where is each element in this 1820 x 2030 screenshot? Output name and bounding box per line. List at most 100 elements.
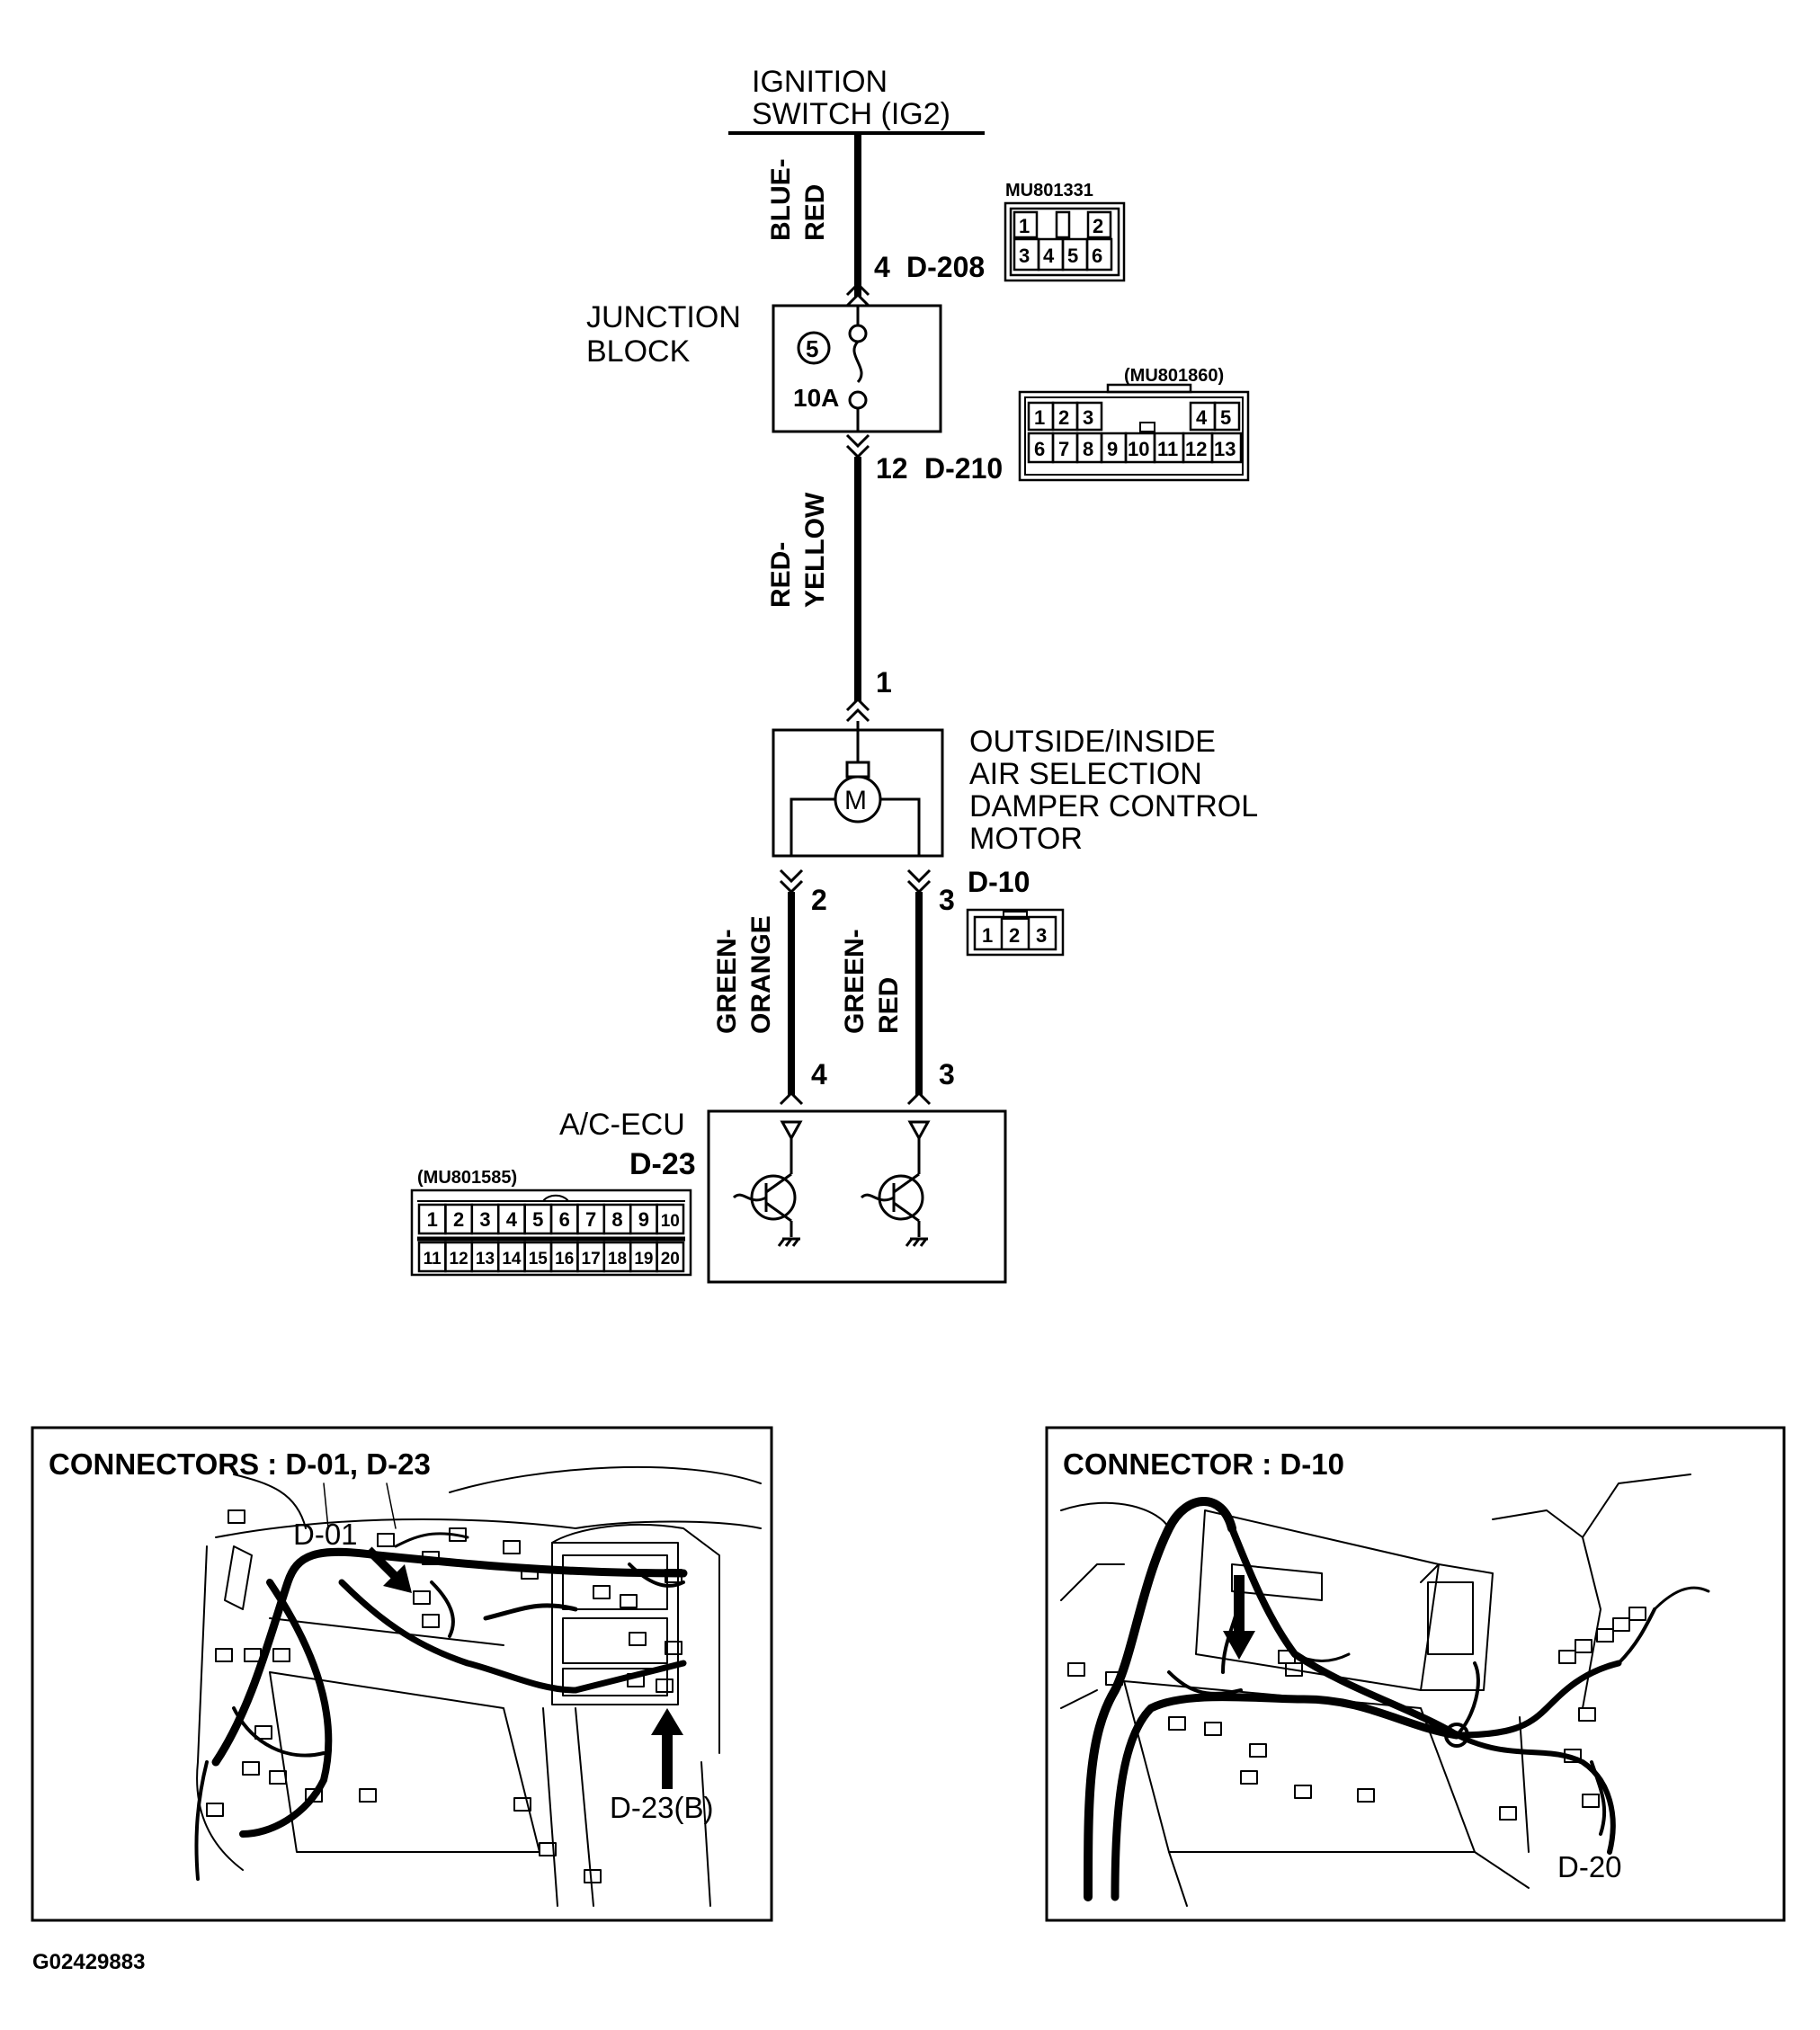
- fuse-terminal-top: [848, 324, 868, 343]
- panel-right-title: CONNECTOR : D-10: [1063, 1447, 1344, 1481]
- d210-cell-12-label: 12: [1185, 438, 1207, 460]
- d23-cell-label: 16: [555, 1250, 574, 1269]
- d208-cell-2: [1086, 210, 1112, 239]
- d208-cell-3-label: 3: [1019, 245, 1030, 267]
- motor-label-line2: AIR SELECTION: [969, 757, 1202, 791]
- d210-name: D-210: [924, 452, 1003, 485]
- d208-name: D-208: [906, 251, 985, 283]
- motor-terminal-chevron: [845, 697, 870, 723]
- ecu-transistor-left: [732, 1120, 803, 1247]
- motor-label-line1: OUTSIDE/INSIDE: [969, 725, 1216, 759]
- d10-cell-2-label: 2: [1009, 924, 1020, 947]
- d210-cell-2-label: 2: [1058, 406, 1069, 429]
- wire-green-red: GREEN- RED: [840, 892, 923, 1095]
- d208-terminal-chevron: [845, 281, 870, 307]
- d210-cell-3-label: 3: [1083, 406, 1093, 429]
- d23-cell-label: 5: [532, 1208, 543, 1231]
- d23-part: (MU801585): [417, 1168, 517, 1188]
- d23-cell-label: 17: [582, 1250, 601, 1269]
- fuse-number-circle: [797, 331, 831, 365]
- d23-cell-label: 9: [638, 1208, 649, 1231]
- d23-cell-label: 20: [661, 1250, 680, 1269]
- motor-symbol: M: [844, 786, 867, 815]
- d23-cell-label: 12: [450, 1250, 468, 1269]
- d10-cell-1-label: 1: [982, 924, 993, 947]
- wire-color-blue-red-2: RED: [800, 184, 830, 241]
- d208-cell-6-label: 6: [1092, 245, 1102, 267]
- d210-cell-13-label: 13: [1214, 438, 1236, 460]
- d10-pin-3: 3: [939, 884, 955, 916]
- d210-cell-8-label: 8: [1083, 438, 1093, 460]
- d23-cell-label: 4: [506, 1208, 518, 1231]
- d210-cell-4-label: 4: [1196, 406, 1208, 429]
- figure-id: G02429883: [32, 1950, 145, 1974]
- d210-pin: 12: [876, 452, 908, 485]
- wire-color-green-orange-1: GREEN-: [712, 929, 742, 1034]
- d210-cell-9-label: 9: [1107, 438, 1118, 460]
- dashboard-harness-illustration-left: [194, 1465, 762, 1907]
- junction-block: JUNCTION BLOCK 5 10A: [586, 300, 942, 433]
- d208-part: MU801331: [1005, 181, 1093, 200]
- wire-color-red-yellow-2: YELLOW: [800, 492, 830, 608]
- callout-d20: D-20: [1557, 1850, 1622, 1883]
- motor-pin-1: 1: [876, 666, 892, 699]
- d23-cell: [656, 1241, 685, 1273]
- callout-d01-arrow: [365, 1546, 412, 1593]
- fuse-number: 5: [806, 335, 818, 362]
- fuse-element: [852, 340, 863, 384]
- d23-cell-label: 6: [559, 1208, 570, 1231]
- location-panel-d10: CONNECTOR : D-10: [1045, 1426, 1786, 1922]
- wire-color-red-yellow-1: RED-: [766, 542, 796, 608]
- d208-cell-4-label: 4: [1043, 245, 1055, 267]
- d23-cell-label: 8: [611, 1208, 622, 1231]
- motor-label-line4: MOTOR: [969, 822, 1083, 856]
- ac-ecu: A/C-ECU D-23: [559, 1108, 1007, 1284]
- wire-color-green-red-1: GREEN-: [840, 929, 870, 1034]
- callout-d23b: D-23(B): [610, 1791, 714, 1824]
- ecu-pin-3: 3: [939, 1058, 955, 1091]
- d10-name: D-10: [968, 866, 1030, 898]
- wire-color-green-orange-2: ORANGE: [746, 915, 776, 1034]
- junction-label-line1: JUNCTION: [586, 300, 741, 334]
- d210-cell-1-label: 1: [1034, 406, 1045, 429]
- d208-cell-1-label: 1: [1019, 215, 1030, 237]
- d210-cell-10-label: 10: [1128, 438, 1149, 460]
- dashboard-harness-illustration-right: [1060, 1474, 1710, 1907]
- d23-cell-label: 13: [476, 1250, 495, 1269]
- fuse-rating: 10A: [793, 384, 839, 412]
- d208-cell-5-label: 5: [1067, 245, 1078, 267]
- d210-cell-6-label: 6: [1034, 438, 1045, 460]
- d23-cell-label: 14: [502, 1250, 522, 1269]
- wire-green-orange: GREEN- ORANGE: [712, 892, 795, 1095]
- wire-red-yellow: RED- YELLOW 1: [766, 457, 892, 701]
- d23-cell-label: 19: [634, 1250, 653, 1269]
- ecu-pin-4: 4: [811, 1058, 827, 1091]
- junction-label-line2: BLOCK: [586, 334, 691, 369]
- ecu-connector-name: D-23: [629, 1147, 696, 1181]
- wire-blue-red: BLUE- RED: [766, 133, 861, 297]
- ignition-label-line2: SWITCH (IG2): [752, 97, 950, 131]
- ecu-label: A/C-ECU: [559, 1108, 685, 1142]
- motor-label-line3: DAMPER CONTROL: [969, 789, 1258, 824]
- d23-cell-label: 1: [427, 1208, 438, 1231]
- d23-cell-label: 7: [585, 1208, 596, 1231]
- ignition-label-line1: IGNITION: [752, 65, 888, 99]
- d210-cell-7-label: 7: [1058, 438, 1069, 460]
- wire-color-green-red-2: RED: [874, 977, 904, 1034]
- connector-d10: 2 3 D-10 1 2 3: [811, 866, 1065, 957]
- ecu-terminal-chevrons: [779, 1091, 932, 1106]
- d23-cell-label: 15: [529, 1250, 549, 1269]
- d210-part: (MU801860): [1124, 366, 1224, 386]
- d23-cell-label: 3: [479, 1208, 490, 1231]
- ignition-switch: IGNITION SWITCH (IG2): [728, 65, 985, 135]
- callout-d01: D-01: [293, 1518, 358, 1551]
- d23-cell-label: 10: [661, 1212, 680, 1231]
- d210-terminal-chevron: [845, 433, 870, 459]
- wire-color-blue-red-1: BLUE-: [766, 158, 796, 241]
- callout-d10-arrow: [1223, 1575, 1255, 1660]
- d210-cell-5-label: 5: [1220, 406, 1231, 429]
- connector-d208: 4 D-208 MU801331 1 2 3 4 5 6: [874, 181, 1126, 283]
- d23-cell-label: 18: [608, 1250, 627, 1269]
- d23-cell-label: 2: [453, 1208, 464, 1231]
